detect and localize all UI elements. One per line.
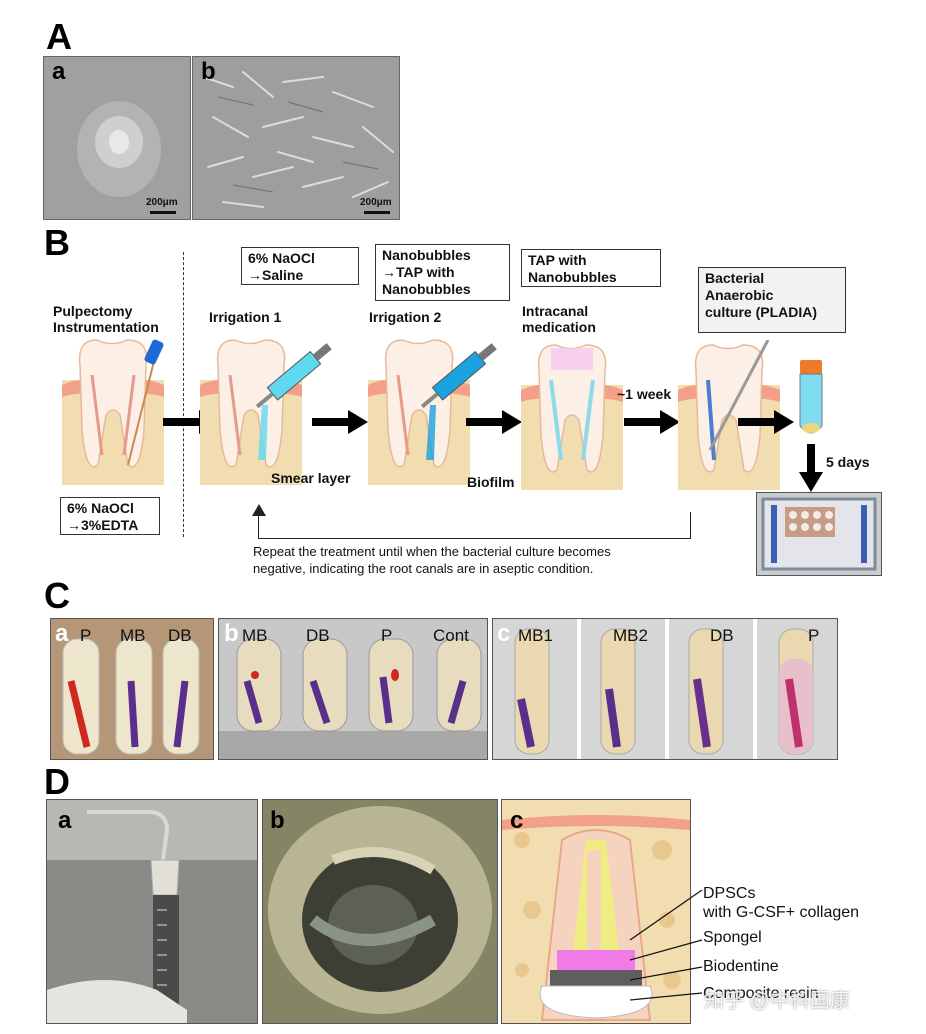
feedback-arrowhead — [252, 504, 266, 516]
interval-label: ~1 week — [617, 386, 672, 402]
smear-layer-callout: Smear layer — [271, 470, 351, 486]
tube-label-cc-4: P — [808, 626, 820, 645]
biofilm-callout: Biofilm — [467, 474, 515, 490]
tube-label-cb-1: MB — [242, 626, 268, 645]
incubation-label: 5 days — [826, 454, 870, 470]
step4-box: TAP with Nanobubbles — [521, 249, 661, 287]
culture-tube-icon — [799, 360, 823, 434]
tube-label-cc-2: MB2 — [613, 626, 648, 645]
flow-arrow-2 — [312, 410, 368, 434]
sublabel-c-b: b — [224, 620, 239, 647]
legend-dpsc: DPSCs with G-CSF+ collagen — [703, 885, 860, 921]
step2-box: 6% NaOCl →Saline — [241, 247, 359, 285]
regeneration-diagram — [501, 799, 691, 1024]
tube-label-cc-3: DB — [710, 626, 734, 645]
step2-title: Irrigation 1 — [209, 309, 282, 325]
step1-box: 6% NaOCl →3%EDTA — [60, 497, 160, 535]
panel-letter-c: C — [44, 575, 70, 616]
flow-arrow-3 — [466, 410, 522, 434]
panel-letter-d: D — [44, 761, 70, 802]
panel-letter-a: A — [46, 16, 72, 57]
leader-lines — [629, 889, 703, 1001]
root-canal-photo — [262, 799, 498, 1024]
cells-texture — [193, 57, 399, 219]
tubes-photo-b — [218, 618, 488, 760]
sublabel-a-a: a — [52, 58, 66, 85]
syringe-photo — [46, 799, 258, 1024]
repeat-note: Repeat the treatment until when the bact… — [253, 544, 611, 576]
tube-label-ca-1: P — [80, 626, 92, 645]
step3-box: Nanobubbles →TAP with Nanobubbles — [375, 244, 510, 301]
micrograph-cells — [192, 56, 400, 220]
dashed-divider — [183, 252, 184, 537]
colony-texture — [44, 57, 190, 219]
legend-spongel: Spongel — [703, 929, 762, 946]
tube-label-cb-2: DB — [306, 626, 330, 645]
step5-box: Bacterial Anaerobic culture (PLADIA) — [698, 267, 846, 333]
tube-label-cb-3: P — [381, 626, 393, 645]
culture-box-photo — [756, 492, 882, 576]
step1-title: Pulpectomy Instrumentation — [53, 303, 159, 335]
tubes-photo-a — [50, 618, 214, 760]
watermark: 知乎 @中科国康 — [704, 990, 850, 1012]
scalebar-a — [150, 211, 176, 214]
tube-label-cb-4: Cont — [433, 626, 469, 645]
sublabel-d-a: a — [58, 807, 72, 834]
syringe-nanobubble-icon — [420, 343, 497, 409]
tooth-diagram-5 — [678, 340, 780, 490]
sublabel-c-c: c — [497, 620, 511, 647]
legend-biodentine: Biodentine — [703, 958, 779, 975]
tube-label-cc-1: MB1 — [518, 626, 553, 645]
sublabel-d-b: b — [270, 807, 285, 834]
panel-letter-b: B — [44, 222, 70, 263]
legend-composite-resin: Composite resin — [703, 985, 819, 1002]
scale-label-a: 200μm — [146, 197, 178, 208]
sublabel-a-b: b — [201, 58, 216, 85]
tube-label-ca-2: MB — [120, 626, 146, 645]
scalebar-b — [364, 211, 390, 214]
down-arrow — [799, 444, 823, 492]
tooth-diagram-4 — [521, 344, 623, 490]
micrograph-colony — [43, 56, 191, 220]
tooth-diagram-1 — [62, 339, 164, 485]
flow-arrow-5 — [738, 410, 794, 434]
flow-arrow-4 — [624, 410, 680, 434]
tube-label-ca-3: DB — [168, 626, 192, 645]
step4-title: Intracanal medication — [522, 303, 596, 335]
tubes-photo-c — [492, 618, 838, 760]
step3-title: Irrigation 2 — [369, 309, 442, 325]
sublabel-c-a: a — [55, 620, 69, 647]
feedback-loop-line — [258, 512, 691, 539]
syringe-saline-icon — [255, 343, 332, 409]
scale-label-b: 200μm — [360, 197, 392, 208]
sublabel-d-c: c — [510, 807, 524, 834]
